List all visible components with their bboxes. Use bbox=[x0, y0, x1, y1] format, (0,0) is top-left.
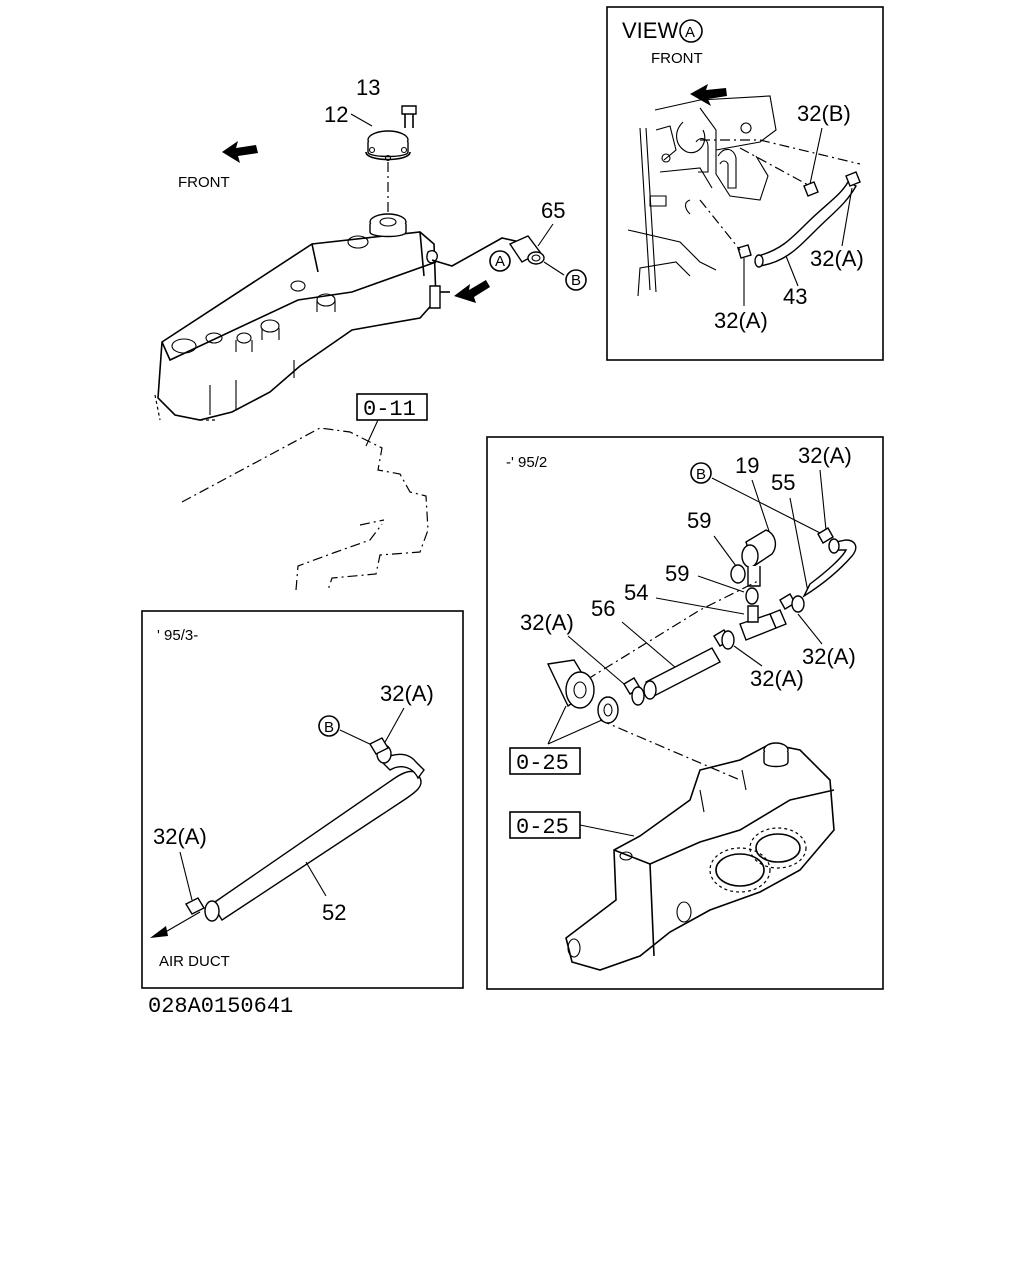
view-a-43: 43 bbox=[783, 284, 807, 309]
view-a-32b: 32(B) bbox=[797, 101, 851, 126]
circle-b-marker bbox=[565, 269, 587, 291]
early-range: -' 95/2 bbox=[506, 454, 547, 471]
callout-12: 12 bbox=[324, 102, 348, 127]
outlet-fitting bbox=[546, 659, 619, 724]
late-range: ' 95/3- bbox=[157, 627, 198, 644]
callout-65: 65 bbox=[541, 198, 565, 223]
view-a-front: FRONT bbox=[651, 50, 703, 67]
ref-0-11: 0-11 bbox=[363, 397, 416, 422]
drawing-code: 028A0150641 bbox=[148, 994, 293, 1019]
early-56: 56 bbox=[591, 596, 615, 621]
early-19: 19 bbox=[735, 453, 759, 478]
pcv-valve-19 bbox=[741, 529, 777, 587]
early-32a-left: 32(A) bbox=[520, 610, 574, 635]
early-32a-r1: 32(A) bbox=[802, 644, 856, 669]
oil-filler-cap-12 bbox=[365, 130, 411, 162]
view-a-hose-43 bbox=[754, 181, 857, 268]
early-59a: 59 bbox=[687, 508, 711, 533]
ref-box-0-25a bbox=[509, 747, 581, 775]
view-a-circle: A bbox=[685, 24, 695, 41]
view-a-32a-right: 32(A) bbox=[810, 246, 864, 271]
early-32a-top: 32(A) bbox=[798, 443, 852, 468]
late-air-duct: AIR DUCT bbox=[159, 953, 230, 970]
rocker-cover-assembly: 13 12 FRONT bbox=[154, 75, 587, 591]
rocker-cover bbox=[154, 213, 450, 421]
view-a-panel: VIEW A FRONT bbox=[606, 6, 884, 361]
early-ref-0-25b: 0-25 bbox=[516, 815, 569, 840]
early-model-panel: -' 95/2 B 19 32(A) 55 59 59 54 bbox=[486, 436, 884, 990]
late-circle-b: B bbox=[324, 719, 334, 736]
early-59b: 59 bbox=[665, 561, 689, 586]
hose-55 bbox=[802, 538, 857, 598]
late-32a-top: 32(A) bbox=[380, 681, 434, 706]
view-a-engine bbox=[627, 95, 777, 297]
circle-a-label: A bbox=[495, 253, 505, 270]
callout-13: 13 bbox=[356, 75, 380, 100]
front-label: FRONT bbox=[178, 174, 230, 191]
front-arrow bbox=[222, 141, 258, 163]
bolt-13 bbox=[401, 105, 417, 128]
early-32a-r2: 32(A) bbox=[750, 666, 804, 691]
late-52: 52 bbox=[322, 900, 346, 925]
intake-manifold bbox=[565, 742, 835, 971]
cylinder-head-outline bbox=[181, 427, 429, 591]
ref-box-0-11 bbox=[356, 393, 428, 421]
early-55: 55 bbox=[771, 470, 795, 495]
circle-a-marker bbox=[489, 250, 511, 272]
late-model-panel: ' 95/3- B 32(A) 32(A) 52 AIR DUCT bbox=[141, 610, 464, 989]
hose-56 bbox=[643, 647, 721, 700]
circle-b-label: B bbox=[571, 272, 581, 289]
late-32a-left: 32(A) bbox=[153, 824, 207, 849]
tee-fitting-54 bbox=[739, 605, 787, 641]
early-54: 54 bbox=[624, 580, 648, 605]
view-a-title: VIEW bbox=[622, 18, 678, 43]
early-circle-b: B bbox=[696, 466, 706, 483]
hose-52 bbox=[204, 744, 425, 922]
fitting-65 bbox=[508, 235, 545, 265]
early-ref-0-25a: 0-25 bbox=[516, 751, 569, 776]
view-a-32a-bottom: 32(A) bbox=[714, 308, 768, 333]
